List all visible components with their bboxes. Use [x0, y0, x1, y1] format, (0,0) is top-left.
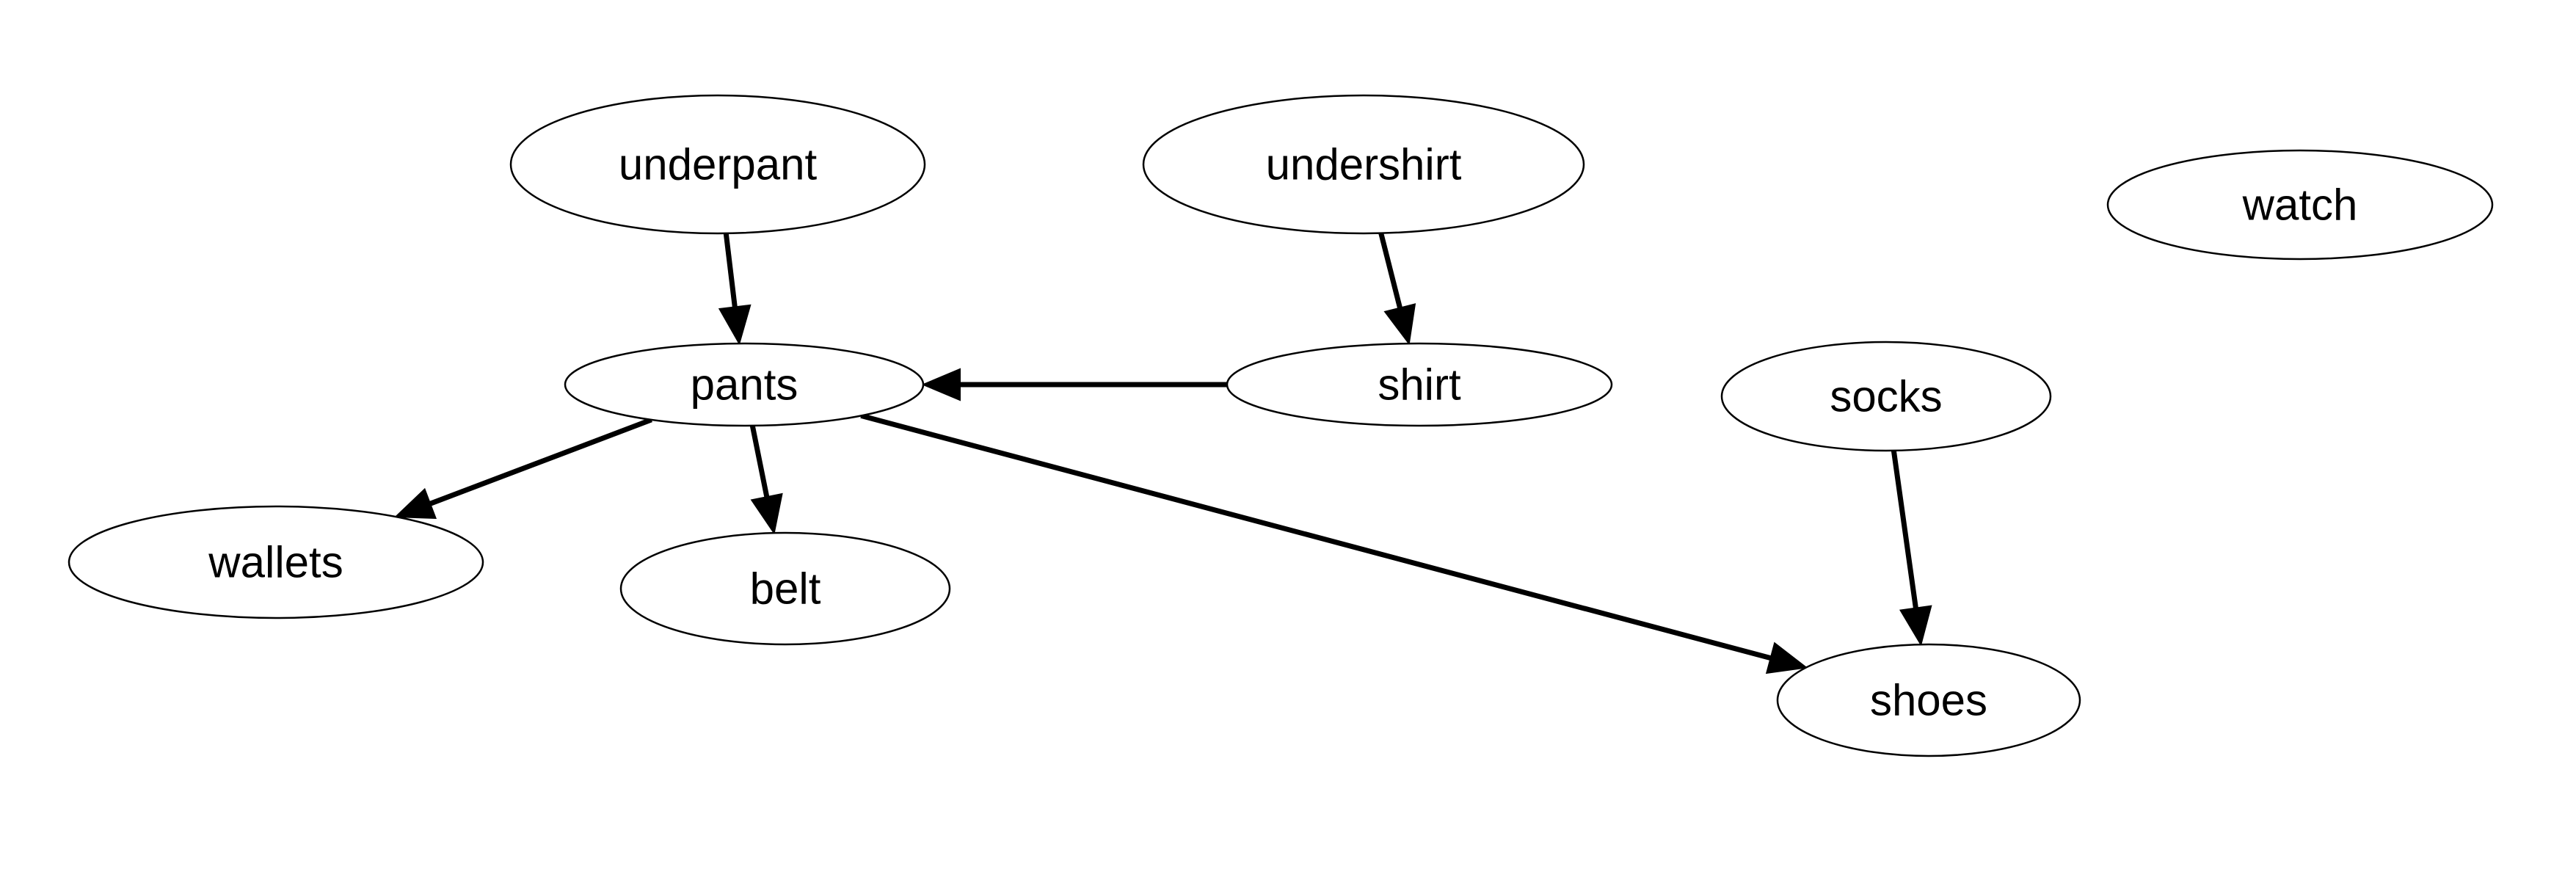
edge-shirt-to-pants — [921, 368, 1227, 401]
node-socks: socks — [1720, 341, 2052, 452]
edge-line — [749, 425, 770, 498]
node-watch: watch — [2106, 149, 2494, 261]
node-ellipse — [68, 505, 484, 619]
arrowhead — [718, 304, 752, 346]
node-ellipse — [1226, 342, 1613, 427]
arrowhead — [1899, 605, 1932, 647]
node-shoes: shoes — [1776, 643, 2081, 757]
node-label: underpant — [619, 140, 818, 189]
arrowhead — [1383, 303, 1416, 346]
node-pants: pants — [564, 342, 925, 427]
node-ellipse — [619, 531, 951, 646]
edges-layer — [393, 232, 1932, 674]
edge-underpant-to-pants — [718, 233, 752, 346]
node-wallets: wallets — [68, 505, 484, 619]
edge-line — [1891, 450, 1918, 609]
edge-pants-to-wallets — [393, 417, 652, 520]
node-shirt: shirt — [1226, 342, 1613, 427]
node-belt: belt — [619, 531, 951, 646]
node-ellipse — [1720, 341, 2052, 452]
arrowhead — [921, 368, 961, 401]
node-label: shoes — [1870, 676, 1987, 725]
node-label: shirt — [1378, 360, 1461, 410]
arrowhead — [1765, 641, 1808, 674]
edge-line — [860, 413, 1772, 661]
node-label: socks — [1830, 372, 1942, 421]
node-ellipse — [1142, 94, 1585, 235]
node-label: wallets — [208, 538, 343, 587]
nodes-layer: underpant undershirt watch pants shirt socks w… — [68, 94, 2494, 757]
node-label: belt — [750, 564, 821, 614]
node-ellipse — [1776, 643, 2081, 757]
node-ellipse — [564, 342, 925, 427]
node-label: undershirt — [1266, 140, 1462, 189]
node-label: pants — [691, 360, 798, 410]
edge-undershirt-to-shirt — [1378, 232, 1416, 346]
edge-line — [1378, 232, 1402, 309]
node-underpant: underpant — [509, 94, 926, 235]
node-ellipse — [509, 94, 926, 235]
node-undershirt: undershirt — [1142, 94, 1585, 235]
edge-line — [723, 233, 738, 308]
edge-line — [429, 417, 652, 506]
node-label: watch — [2242, 181, 2358, 230]
edge-pants-to-belt — [749, 425, 783, 535]
edge-pants-to-shoes — [860, 413, 1808, 674]
edge-socks-to-shoes — [1891, 450, 1932, 647]
node-ellipse — [2106, 149, 2494, 261]
arrowhead — [750, 492, 783, 535]
arrowhead — [393, 487, 437, 520]
